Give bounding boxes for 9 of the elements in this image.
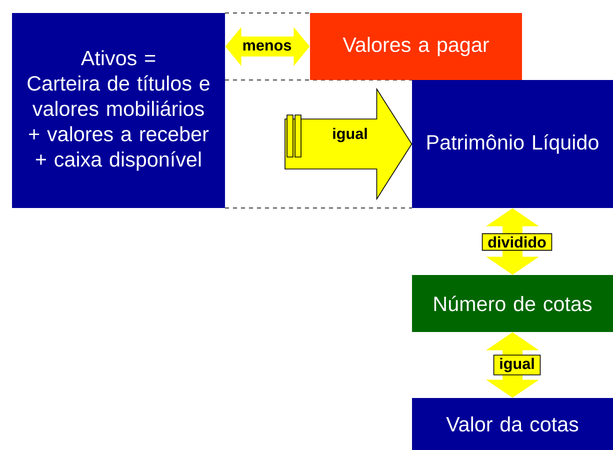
share-value-box: Valor da cotas: [412, 398, 613, 450]
edge-label: igual: [326, 125, 374, 145]
assets-box: Ativos = Carteira de títulos e valores mobiliários + valores a receber + caixa disponível: [12, 13, 225, 208]
equity-box: Patrimônio Líquido: [412, 80, 613, 208]
edge-label: igual: [493, 354, 541, 376]
shares-box: Número de cotas: [412, 275, 613, 332]
liabilities-box: Valores a pagar: [310, 13, 522, 80]
edge-label: dividido: [482, 233, 552, 251]
edge-label: menos: [236, 40, 298, 54]
